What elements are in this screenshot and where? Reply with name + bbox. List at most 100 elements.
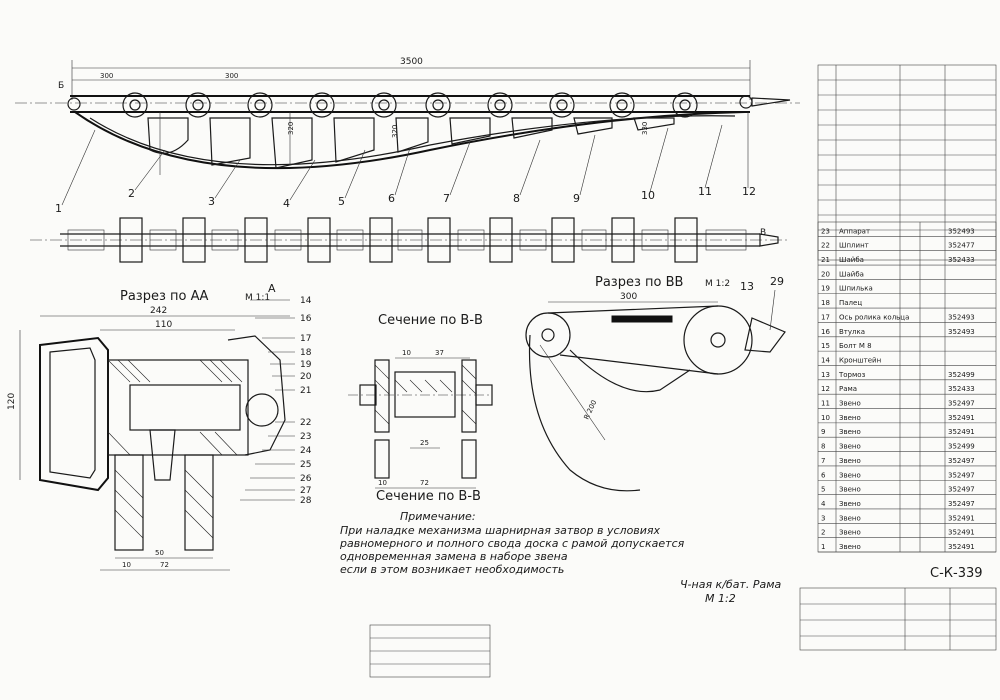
callout-6: 6 [388,192,395,205]
table-cell-code: 352497 [948,500,975,508]
table-cell-pos: 19 [821,285,830,293]
dim-aa-outer: 242 [150,306,167,316]
section-bb-scale: М 1:2 [705,279,730,289]
table-cell-pos: 8 [821,443,825,451]
section-bb-label: Разрез по ВВ [595,275,683,290]
table-cell-code: 352433 [948,256,975,264]
table-cell-name: Шпилька [839,285,873,293]
dim-aa-bottom-1: 50 [155,549,164,557]
section-bb: Разрез по ВВ М 1:2 300 R 200 29 [525,275,786,492]
table-cell-name: Шплинт [839,242,869,250]
table-cell-code: 352491 [948,428,975,436]
dim-overall: 3500 [400,57,423,67]
table-cell-name: Звено [839,414,861,422]
sheet-code: С-К-339 [930,566,983,581]
table-cell-pos: 10 [821,414,830,422]
callout-19: 18 [300,348,312,358]
section-aa-label: Разрез по АА [120,289,208,304]
table-cell-pos: 13 [821,371,830,379]
notes-block: Примечание: При наладке механизма шарнир… [339,510,685,576]
callout-11: 11 [698,185,712,198]
dim-aa-inner: 110 [155,320,172,330]
table-cell-name: Шайба [839,270,864,278]
dim-aa-height: 120 [7,393,17,410]
table-cell-name: Втулка [839,328,865,336]
dim-span-1: 300 [100,72,113,80]
callout-2: 2 [128,187,135,200]
table-cell-code: 352491 [948,543,975,551]
table-cell-name: Рама [839,385,857,393]
callout-22: 21 [300,386,311,396]
table-cell-name: Звено [839,529,861,537]
mark-b-right: В [760,228,766,238]
dim-bb-radius: R 200 [583,399,599,421]
callout-12: 12 [742,185,756,198]
table-cell-name: Звено [839,400,861,408]
table-cell-name: Палец [839,299,862,307]
table-cell-name: Кронштейн [839,356,881,364]
table-cell-code: 352477 [948,242,975,250]
table-cell-pos: 11 [821,400,830,408]
view-a-mark: А [268,282,276,295]
table-cell-name: Звено [839,457,861,465]
callout-4: 4 [283,197,290,210]
table-cell-name: Звено [839,471,861,479]
section-aa: Разрез по АА М 1:1 А 242 110 120 [7,282,312,571]
dim-span-2: 300 [225,72,238,80]
table-cell-pos: 12 [821,385,830,393]
table-cell-code: 352497 [948,457,975,465]
dim-vv-top-2: 37 [435,349,444,357]
table-cell-name: Тормоз [838,371,866,379]
table-cell-code: 352493 [948,313,975,321]
table-cell-name: Звено [839,500,861,508]
frame-elevation: 3500 300 300 [15,57,800,238]
callout-9: 9 [573,192,580,205]
callout-20: 19 [300,360,312,370]
callout-13: 29 [770,275,784,288]
callout-7: 7 [443,192,450,205]
callout-21: 20 [300,372,312,382]
table-cell-pos: 3 [821,514,825,522]
table-cell-pos: 16 [821,328,830,336]
title-block: Ч-ная к/бат. Рама М 1:2 [369,578,997,678]
title-line-2: М 1:2 [705,592,736,605]
table-cell-code: 352491 [948,414,975,422]
table-cell-code: 352499 [948,371,975,379]
dim-height-2: 320 [391,125,399,138]
dim-height-1: 320 [287,122,295,135]
table-cell-pos: 7 [821,457,825,465]
dim-aa-bottom-3: 10 [122,561,131,569]
callout-23: 22 [300,418,311,428]
table-cell-pos: 4 [821,500,826,508]
frame-plan-view: 13 [30,217,790,293]
table-cell-pos: 21 [821,256,830,264]
callout-25: 24 [300,446,312,456]
table-cell-pos: 17 [821,313,830,321]
note-line-2: равномерного и полного свода доска с рам… [339,537,685,550]
dim-height-3: 330 [641,122,649,135]
callout-5: 5 [338,195,345,208]
callout-26: 25 [300,460,311,470]
section-aa-scale: М 1:1 [245,293,270,303]
table-cell-code: 352497 [948,471,975,479]
callout-14: 13 [740,280,754,293]
table-cell-code: 352493 [948,227,975,235]
dim-vv-bottom-1: 10 [378,479,387,487]
table-cell-pos: 22 [821,242,830,250]
callout-16: 14 [300,296,312,306]
table-cell-pos: 15 [821,342,830,350]
table-cell-pos: 9 [821,428,825,436]
table-cell-code: 352433 [948,385,975,393]
note-line-1: При наладке механизма шарнирная затвор в… [340,524,661,537]
dim-vv-mid: 25 [420,439,429,447]
table-cell-pos: 20 [821,270,830,278]
table-cell-code: 352491 [948,514,975,522]
callout-18: 17 [300,334,311,344]
table-cell-code: 352497 [948,400,975,408]
table-cell-name: Шайба [839,256,864,264]
dim-bb-span: 300 [620,292,637,302]
dim-vv-top-1: 10 [402,349,411,357]
